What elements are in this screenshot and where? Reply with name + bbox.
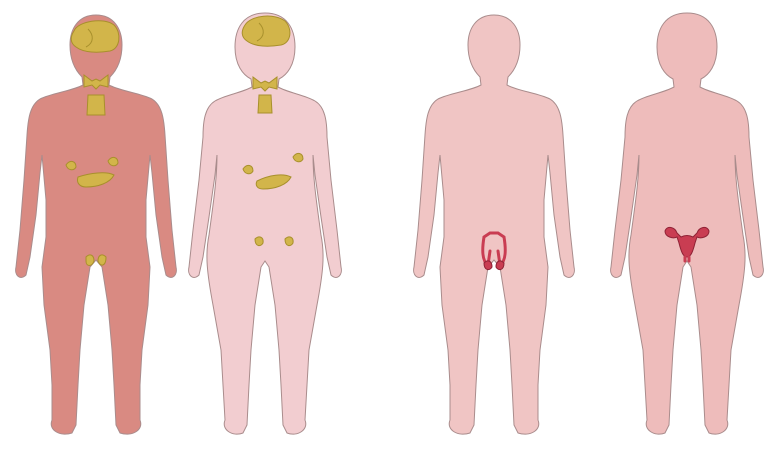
adrenal-gland-left <box>243 165 253 173</box>
testis-right <box>496 261 504 270</box>
adrenal-gland-right <box>293 153 303 161</box>
pituitary-hypothalamus-gland <box>242 16 290 46</box>
body-silhouette <box>414 15 575 434</box>
figure-male-reproductive <box>414 15 575 434</box>
body-silhouette <box>189 13 342 434</box>
thymus-gland <box>87 95 105 115</box>
ovary-right <box>285 237 293 246</box>
adrenal-gland-left <box>66 161 76 169</box>
body-silhouette <box>16 15 177 434</box>
ovary-left <box>255 237 263 246</box>
adrenal-gland-right <box>108 157 118 165</box>
body-silhouette <box>611 13 764 434</box>
thymus-gland <box>258 95 272 113</box>
testis-left <box>484 261 492 270</box>
figure-male-endocrine <box>16 15 177 434</box>
pituitary-hypothalamus-gland <box>71 21 119 52</box>
figure-female-reproductive <box>611 13 764 434</box>
figure-female-endocrine <box>189 13 342 434</box>
